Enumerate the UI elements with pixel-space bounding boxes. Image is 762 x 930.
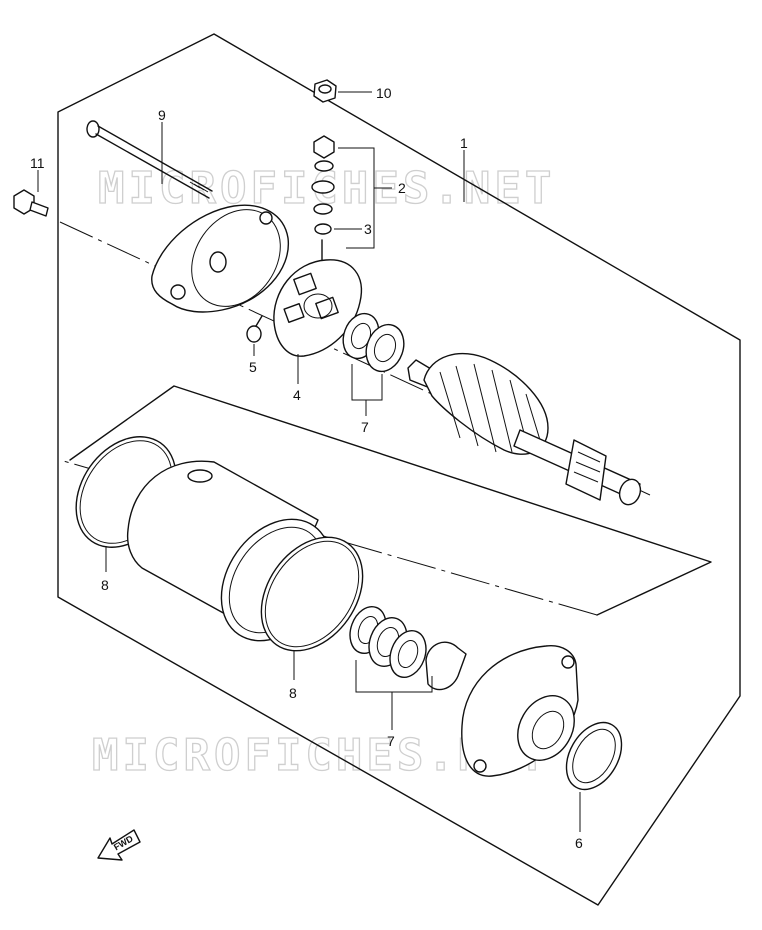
front-bracket <box>461 645 579 777</box>
callout-2: 2 <box>398 180 406 196</box>
washer-part-6 <box>565 721 623 832</box>
callout-4: 4 <box>293 387 301 403</box>
bolt-part-5 <box>246 315 263 356</box>
washers-part-7-lower <box>349 606 467 730</box>
callout-10: 10 <box>376 85 392 101</box>
brush-holder-part-4 <box>273 239 362 384</box>
assembly-frame <box>57 33 741 906</box>
callout-6: 6 <box>575 835 583 851</box>
through-bolt-part-9 <box>86 120 213 199</box>
washer-stack-part-2 <box>311 135 392 249</box>
callout-11: 11 <box>30 155 45 171</box>
armature <box>407 352 642 506</box>
callout-9: 9 <box>158 107 166 123</box>
end-cover <box>151 204 289 313</box>
o-ring-part-8-right <box>260 536 364 680</box>
nut-part-10 <box>313 79 372 103</box>
section-plane <box>69 385 712 616</box>
callout-1: 1 <box>460 135 468 151</box>
callout-8-right: 8 <box>289 685 297 701</box>
callout-5: 5 <box>249 359 257 375</box>
forward-direction-arrow: FWD <box>97 829 141 861</box>
callout-7-lower: 7 <box>387 733 395 749</box>
bolt-part-11 <box>13 170 49 217</box>
washers-part-7-upper <box>342 312 405 416</box>
callout-3: 3 <box>364 221 372 237</box>
callout-7-upper: 7 <box>361 419 369 435</box>
callout-8-left: 8 <box>101 577 109 593</box>
